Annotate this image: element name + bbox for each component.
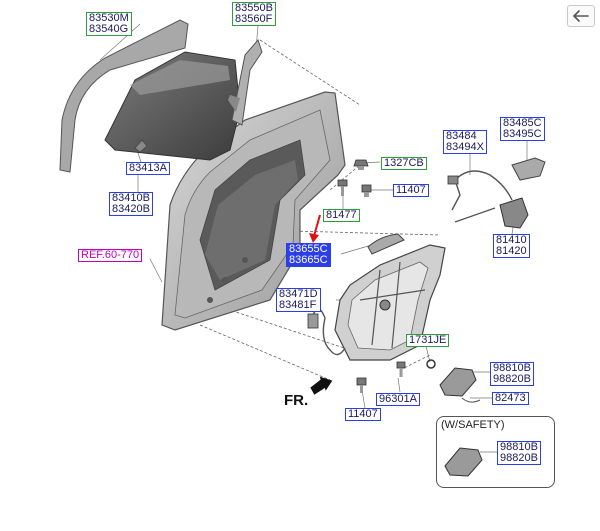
sash-channel [228, 39, 263, 126]
part-number: 81420 [496, 245, 527, 257]
front-arrow [310, 376, 333, 395]
part-label-11407-top[interactable]: 11407 [393, 184, 429, 197]
glass-clip [134, 139, 148, 153]
grommet [426, 359, 436, 369]
part-label-83484[interactable]: 83484 83494X [443, 130, 487, 154]
part-number: 83550B [235, 2, 273, 14]
window-regulator [334, 244, 446, 361]
part-number: 98810B [500, 441, 538, 453]
back-button[interactable] [567, 5, 595, 27]
part-label-83471d[interactable]: 83471D 83481F [276, 288, 321, 312]
part-number: 83481F [279, 299, 317, 311]
part-label-1731je[interactable]: 1731JE [406, 334, 450, 347]
part-number: 98810B [493, 362, 531, 374]
part-number: 83420B [112, 203, 150, 215]
part-label-1327cb[interactable]: 1327CB [381, 157, 427, 170]
part-number: 83540G [89, 23, 129, 35]
part-label-98810b[interactable]: 98810B 98820B [490, 362, 534, 386]
door-latch [454, 197, 529, 229]
safety-variant-title: (W/SAFETY) [441, 419, 505, 431]
part-number: 98820B [500, 452, 538, 464]
part-number: 83494X [446, 141, 484, 153]
safety-switch [444, 447, 483, 477]
bolts [337, 159, 406, 393]
outside-handle [367, 233, 405, 255]
part-number: 98820B [493, 373, 531, 385]
part-label-11407-bottom[interactable]: 11407 [345, 408, 381, 421]
part-label-83410b[interactable]: 83410B 83420B [109, 192, 153, 216]
safety-variant-box [436, 416, 555, 488]
part-label-83413a[interactable]: 83413A [126, 162, 170, 175]
arrow-left-icon [573, 10, 589, 22]
part-number: 83484 [446, 130, 477, 142]
part-label-98810b-safety[interactable]: 98810B 98820B [497, 441, 541, 465]
power-window-switch [439, 367, 481, 403]
part-label-96301a[interactable]: 96301A [376, 393, 420, 406]
part-number: 83485C [503, 117, 542, 129]
part-number: 83665C [289, 254, 328, 266]
part-label-81477[interactable]: 81477 [323, 209, 360, 222]
pointer-arrow [309, 214, 321, 243]
part-label-83655c[interactable]: 83655C 83665C [286, 243, 331, 267]
part-number: 83530M [89, 12, 129, 24]
part-label-83485c[interactable]: 83485C 83495C [500, 117, 545, 141]
door-glass [104, 51, 241, 161]
latch-cable [447, 170, 513, 211]
part-number: 83471D [279, 288, 318, 300]
part-label-83550b[interactable]: 83550B 83560F [232, 2, 276, 26]
reference-label[interactable]: REF.60-770 [78, 249, 143, 262]
part-label-82473[interactable]: 82473 [492, 392, 529, 405]
glass-run-channel [59, 19, 189, 173]
part-number: 83495C [503, 128, 542, 140]
part-label-83530m[interactable]: 83530M 83540G [86, 12, 132, 36]
part-number: 81410 [496, 234, 527, 246]
part-number: 83410B [112, 192, 150, 204]
part-number: 83560F [235, 13, 273, 25]
part-number: 83655C [289, 243, 328, 255]
part-label-81410[interactable]: 81410 81420 [493, 234, 530, 258]
front-direction-label: FR. [284, 392, 309, 409]
inside-handle-bracket [511, 157, 546, 181]
